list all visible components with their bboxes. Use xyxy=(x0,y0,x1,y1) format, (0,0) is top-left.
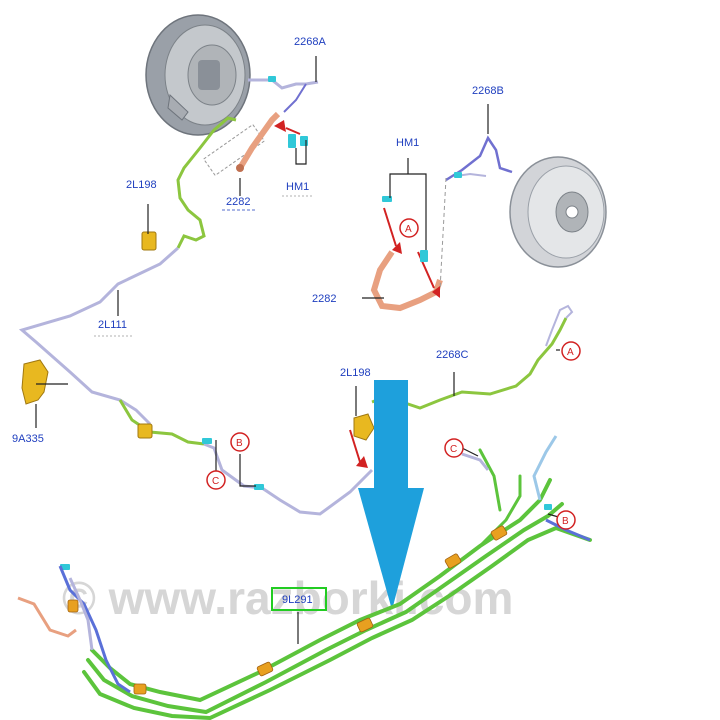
pipe-green-lower-left xyxy=(118,399,205,446)
label-2L198-top: 2L198 xyxy=(126,179,157,191)
pipe-2268C-end xyxy=(545,304,574,347)
callout-c1: C xyxy=(206,470,226,490)
callout-b2: B xyxy=(556,510,576,530)
rear-brake-left xyxy=(145,14,251,136)
label-2268A: 2268A xyxy=(294,36,326,48)
pipe-lavender-lower xyxy=(203,442,374,516)
label-2L111: 2L111 xyxy=(98,319,127,331)
rear-brake-right xyxy=(509,156,607,268)
svg-text:B: B xyxy=(236,438,243,449)
dashed-guide xyxy=(439,177,447,291)
hose-2282-right xyxy=(370,250,443,312)
bundle-clips xyxy=(67,525,508,695)
label-hm1-right: HM1 xyxy=(396,137,419,149)
callout-a2: A xyxy=(561,341,581,361)
bracket-2L198-mid xyxy=(353,413,375,441)
hose-2282-left xyxy=(237,111,281,170)
bracket-lower-left xyxy=(137,423,153,439)
label-2L198-mid: 2L198 xyxy=(340,367,371,379)
leader-lines xyxy=(35,56,563,644)
svg-text:A: A xyxy=(405,224,412,235)
svg-text:A: A xyxy=(567,347,574,358)
watermark: © www.razborki.com xyxy=(62,572,513,624)
svg-text:B: B xyxy=(562,516,569,527)
svg-text:C: C xyxy=(450,444,457,455)
dashed-bracket-box xyxy=(202,123,266,177)
red-arrowheads xyxy=(274,120,440,468)
bracket-9A335 xyxy=(21,359,49,405)
label-9A335: 9A335 xyxy=(12,433,44,445)
pipe-bundle-lightblue xyxy=(532,435,558,501)
pipe-bundle-left-lavender xyxy=(68,577,94,651)
label-2282-right: 2282 xyxy=(312,293,336,305)
pipe-bundle-left-blue xyxy=(58,565,131,694)
svg-text:C: C xyxy=(212,476,219,487)
pipe-2268A xyxy=(248,78,319,90)
hose-2282-left-fitting xyxy=(236,164,244,172)
label-9L291-box xyxy=(271,587,327,611)
pipe-2268A-loop xyxy=(283,83,307,113)
blue-direction-arrow[interactable] xyxy=(358,380,424,610)
pipe-2268B xyxy=(445,135,513,182)
callout-a1: A xyxy=(399,218,419,238)
pipe-bundle-lavender-top xyxy=(461,452,490,471)
bracket-2L198-top xyxy=(141,231,157,251)
label-2268C: 2268C xyxy=(436,349,468,361)
pipe-green-left-upper xyxy=(176,116,237,249)
callout-b1: B xyxy=(230,432,250,452)
callout-c2: C xyxy=(444,438,464,458)
label-2268B: 2268B xyxy=(472,85,504,97)
label-hm1-left: HM1 xyxy=(286,181,309,193)
pipe-bundle-left-copper xyxy=(17,596,77,638)
red-motion-arrows xyxy=(285,127,435,463)
label-9L291: 9L291 xyxy=(282,594,313,606)
yellow-brackets xyxy=(21,231,375,441)
label-2282-left: 2282 xyxy=(226,196,250,208)
pipe-bundle-blue-end xyxy=(545,518,591,542)
